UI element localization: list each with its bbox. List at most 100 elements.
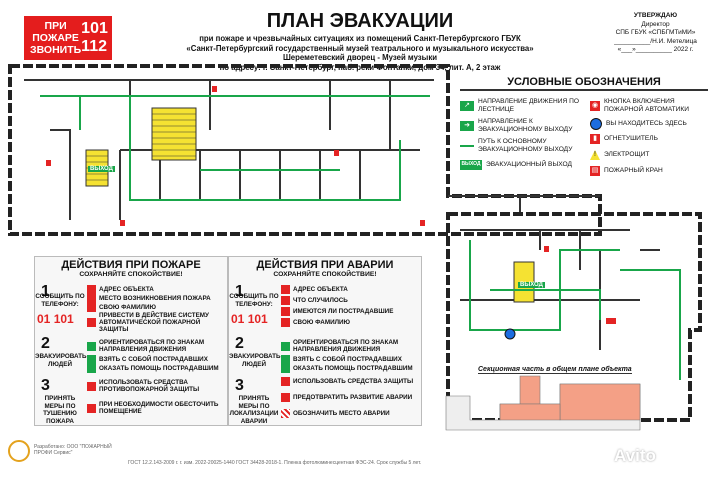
legend-title: УСЛОВНЫЕ ОБОЗНАЧЕНИЯ xyxy=(460,76,708,91)
watermark: Avito xyxy=(614,446,656,465)
action-text: ПРЕДОТВРАТИТЬ РАЗВИТИЕ АВАРИИ xyxy=(293,394,413,401)
step-number: 3 xyxy=(41,377,50,394)
subtitle-line: при пожаре и чрезвычайных ситуациях из п… xyxy=(199,34,521,43)
location-icon xyxy=(281,285,290,294)
step-number: 2 xyxy=(41,335,50,352)
action-item: ОРИЕНТИРОВАТЬСЯ ПО ЗНАКАМ НАПРАВЛЕНИЯ ДВ… xyxy=(281,339,417,353)
legend-electric-panel: ! ЭЛЕКТРОЩИТ xyxy=(590,150,710,160)
approve-line: Директор xyxy=(641,20,670,28)
legend-label: ВЫ НАХОДИТЕСЬ ЗДЕСЬ xyxy=(606,120,687,128)
legend-label: ЭЛЕКТРОЩИТ xyxy=(604,151,650,159)
alarm-icon xyxy=(87,318,96,327)
action-item: ОКАЗАТЬ ПОМОЩЬ ПОСТРАДАВШИМ xyxy=(87,364,223,373)
section-overview-plan xyxy=(445,375,641,431)
standards-text: ГОСТ 12.2.143-2009 г. г. изм. 2022-20025… xyxy=(128,460,422,466)
action-text: ОКАЗАТЬ ПОМОЩЬ ПОСТРАДАВШИМ xyxy=(99,365,219,372)
plan-subtitle: при пожаре и чрезвычайных ситуациях из п… xyxy=(160,34,560,72)
action-text: СВОЮ ФАМИЛИЮ xyxy=(99,304,157,311)
first-aid-icon xyxy=(281,355,290,364)
legend-stairs-direction: ↗ НАПРАВЛЕНИЕ ДВИЖЕНИЯ ПО ЛЕСТНИЦЕ xyxy=(460,98,582,113)
emergency-call-box: ПРИ ПОЖАРЕ ЗВОНИТЬ 101 112 xyxy=(24,16,112,60)
step-label: ПРИНЯТЬ МЕРЫ ПО ТУШЕНИЮ ПОЖАРА xyxy=(43,395,77,425)
fire-actions-panel: ДЕЙСТВИЯ ПРИ ПОЖАРЕ СОХРАНЯЙТЕ СПОКОЙСТВ… xyxy=(34,256,228,426)
you-are-here-marker xyxy=(504,328,516,340)
action-text: ОРИЕНТИРОВАТЬСЯ ПО ЗНАКАМ НАПРАВЛЕНИЯ ДВ… xyxy=(293,339,399,353)
action-item: СВОЮ ФАМИЛИЮ xyxy=(87,303,223,312)
route-line-icon xyxy=(460,144,474,147)
action-item: ВЗЯТЬ С СОБОЙ ПОСТРАДАВШИХ xyxy=(87,355,223,364)
step-number: 1 xyxy=(235,283,244,300)
action-item: ЧТО СЛУЧИЛОСЬ xyxy=(281,296,417,305)
legend-extinguisher: ▮ ОГНЕТУШИТЕЛЬ xyxy=(590,134,710,144)
exit-arrow-icon xyxy=(87,341,96,351)
person-icon xyxy=(87,303,96,312)
action-item: ПРИВЕСТИ В ДЕЙСТВИЕ СИСТЕМУ АВТОМАТИЧЕСК… xyxy=(87,312,223,333)
phone-b: 101 xyxy=(53,312,74,326)
legend: УСЛОВНЫЕ ОБОЗНАЧЕНИЯ ↗ НАПРАВЛЕНИЕ ДВИЖЕ… xyxy=(456,76,712,186)
legend-exit: ВЫХОД ЭВАКУАЦИОННЫЙ ВЫХОД xyxy=(460,160,582,170)
you-are-here-icon xyxy=(590,118,602,130)
action-text: АДРЕС ОБЪЕКТА xyxy=(293,286,348,293)
phone-a: 01 xyxy=(231,312,245,326)
action-text: ВЗЯТЬ С СОБОЙ ПОСТРАДАВШИХ xyxy=(99,356,208,363)
legend-label: НАПРАВЛЕНИЕ ДВИЖЕНИЯ ПО ЛЕСТНИЦЕ xyxy=(478,98,580,113)
step-number: 2 xyxy=(235,335,244,352)
legend-label: ПУТЬ К ОСНОВНОМУ ЭВАКУАЦИОННОМУ ВЫХОДУ xyxy=(478,138,573,153)
legend-label: КНОПКА ВКЛЮЧЕНИЯ ПОЖАРНОЙ АВТОМАТИКИ xyxy=(604,98,690,113)
phone-number: 01 101 xyxy=(37,312,74,326)
approval-block: УТВЕРЖДАЮ Директор СПБ ГБУК «СПБГМТиМИ» … xyxy=(598,12,713,55)
subtitle-line: Шереметевский дворец - Музей музыки xyxy=(282,53,438,62)
first-aid-icon xyxy=(281,364,290,373)
action-item: АДРЕС ОБЪЕКТА xyxy=(281,285,417,294)
injured-icon xyxy=(281,307,290,316)
person-icon xyxy=(281,318,290,327)
legend-you-are-here: ВЫ НАХОДИТЕСЬ ЗДЕСЬ xyxy=(590,118,710,130)
action-item: ПРИ НЕОБХОДИМОСТИ ОБЕСТОЧИТЬ ПОМЕЩЕНИЕ xyxy=(87,401,223,415)
accident-panel-subtitle: СОХРАНЯЙТЕ СПОКОЙСТВИЕ! xyxy=(273,271,377,278)
step-label: ЭВАКУИРОВАТЬ ЛЮДЕЙ xyxy=(35,353,87,368)
first-aid-icon xyxy=(87,355,96,364)
phone-b: 101 xyxy=(247,312,268,326)
action-text: МЕСТО ВОЗНИКНОВЕНИЯ ПОЖАРА xyxy=(99,295,211,302)
alarm-button-icon: ◉ xyxy=(590,100,600,111)
subtitle-line: «Санкт-Петербургский государственный муз… xyxy=(186,43,534,53)
approve-line: __________/Н.И. Метелица xyxy=(614,37,697,45)
subtitle-line: по адресу: г. Санкт-Петербург, наб. реки… xyxy=(219,62,501,72)
emergency-line2: ПОЖАРЕ xyxy=(32,32,79,44)
emergency-line3: ЗВОНИТЬ xyxy=(30,44,82,56)
action-text: ОРИЕНТИРОВАТЬСЯ ПО ЗНАКАМ НАПРАВЛЕНИЯ ДВ… xyxy=(99,339,205,353)
section-label: Секционная часть в общем плане объекта xyxy=(478,366,632,374)
shield-icon xyxy=(281,377,290,386)
phone-number: 01 101 xyxy=(231,312,268,326)
footer: Разработано: ООО "ПОЖАРНЫЙ ПРОФИ Сервис"… xyxy=(8,440,712,474)
step-number: 1 xyxy=(41,283,50,300)
company-logo xyxy=(8,440,30,462)
action-item: МЕСТО ВОЗНИКНОВЕНИЯ ПОЖАРА xyxy=(87,294,223,303)
fire-panel-subtitle: СОХРАНЯЙТЕ СПОКОЙСТВИЕ! xyxy=(79,271,183,278)
power-off-icon xyxy=(87,403,96,413)
legend-label: ПОЖАРНЫЙ КРАН xyxy=(604,167,663,175)
action-text: ОБОЗНАЧИТЬ МЕСТО АВАРИИ xyxy=(293,410,390,417)
question-icon xyxy=(281,296,290,305)
warning-icon xyxy=(281,393,290,402)
action-item: ОБОЗНАЧИТЬ МЕСТО АВАРИИ xyxy=(281,409,417,418)
action-text: ОКАЗАТЬ ПОМОЩЬ ПОСТРАДАВШИМ xyxy=(293,365,413,372)
phone-a: 01 xyxy=(37,312,51,326)
step-label: ПРИНЯТЬ МЕРЫ ПО ЛОКАЛИЗАЦИИ АВАРИИ xyxy=(229,395,279,425)
action-item: ПРЕДОТВРАТИТЬ РАЗВИТИЕ АВАРИИ xyxy=(281,393,417,402)
exit-sign-upper: ВЫХОД xyxy=(88,166,115,172)
step-label: ЭВАКУИРОВАТЬ ЛЮДЕЙ xyxy=(229,353,281,368)
action-text: ИМЕЮТСЯ ЛИ ПОСТРАДАВШИЕ xyxy=(293,308,394,315)
legend-label: ЭВАКУАЦИОННЫЙ ВЫХОД xyxy=(486,161,572,169)
action-text: ИСПОЛЬЗОВАТЬ СРЕДСТВА ЗАЩИТЫ xyxy=(293,378,414,385)
approve-line: УТВЕРЖДАЮ xyxy=(633,12,678,19)
approve-line: «___»__________ 2022 г. xyxy=(617,46,694,53)
extinguisher-icon: ▮ xyxy=(590,134,600,144)
legend-exit-direction: ➜ НАПРАВЛЕНИЕ К ЭВАКУАЦИОННОМУ ВЫХОДУ xyxy=(460,118,582,133)
legend-main-route: ПУТЬ К ОСНОВНОМУ ЭВАКУАЦИОННОМУ ВЫХОДУ xyxy=(460,138,582,153)
exit-sign-lower: ВЫХОД xyxy=(518,282,545,288)
action-item: АДРЕС ОБЪЕКТА xyxy=(87,285,223,294)
stairs-arrow-icon: ↗ xyxy=(460,100,474,111)
exit-arrow-icon xyxy=(281,341,290,351)
action-item: ОКАЗАТЬ ПОМОЩЬ ПОСТРАДАВШИМ xyxy=(281,364,417,373)
